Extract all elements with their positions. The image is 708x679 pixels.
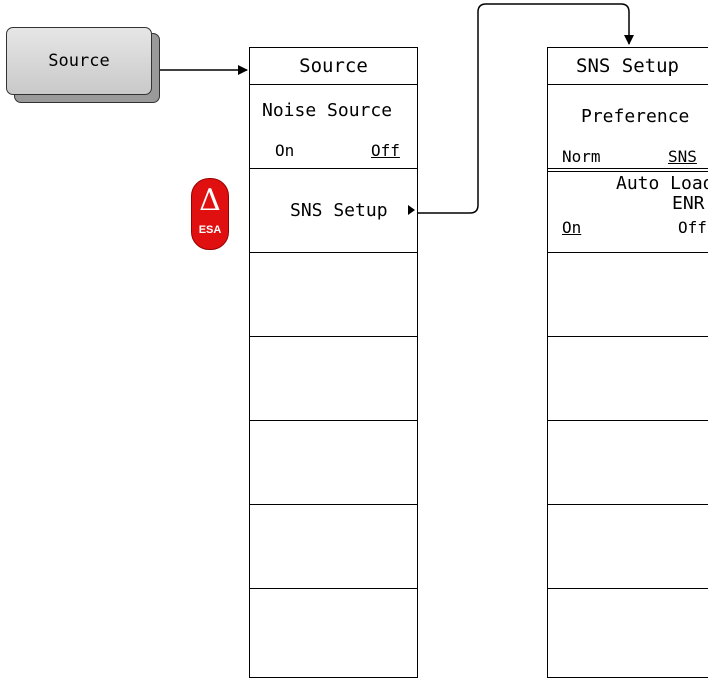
preference-separator bbox=[547, 171, 708, 172]
source-hardkey-label: Source bbox=[48, 51, 110, 71]
sns-setup-key[interactable]: SNS Setup bbox=[250, 169, 417, 253]
auto-load-enr-key[interactable]: Auto Load ENR On Off bbox=[548, 173, 708, 253]
source-empty-key-4[interactable] bbox=[250, 337, 417, 421]
sns-menu-keys: Preference Norm SNS Auto Load ENR On Off bbox=[548, 85, 708, 677]
source-empty-key-5[interactable] bbox=[250, 421, 417, 505]
source-menu-title: Source bbox=[250, 48, 417, 85]
sns-setup-to-menu-arrow bbox=[418, 3, 634, 214]
source-menu: Source Noise Source On Off SNS Setup bbox=[249, 47, 418, 678]
enr-label: ENR bbox=[672, 193, 705, 214]
preference-sns-option: SNS bbox=[668, 147, 697, 166]
auto-load-on-option: On bbox=[562, 218, 582, 237]
source-menu-keys: Noise Source On Off SNS Setup bbox=[250, 85, 417, 677]
sns-empty-key-4[interactable] bbox=[548, 337, 708, 421]
sns-setup-menu-title: SNS Setup bbox=[548, 48, 708, 85]
noise-source-label: Noise Source bbox=[262, 100, 393, 121]
sns-empty-key-6[interactable] bbox=[548, 505, 708, 589]
sns-empty-key-5[interactable] bbox=[548, 421, 708, 505]
preference-label: Preference bbox=[581, 106, 690, 127]
sns-empty-key-7[interactable] bbox=[548, 589, 708, 679]
source-hardkey[interactable]: Source bbox=[6, 27, 152, 95]
noise-source-on-option: On bbox=[275, 141, 295, 160]
sns-setup-menu: SNS Setup Preference Norm SNS Auto Load … bbox=[547, 47, 708, 678]
sns-setup-label: SNS Setup bbox=[290, 200, 388, 221]
source-empty-key-6[interactable] bbox=[250, 505, 417, 589]
delta-icon: Δ bbox=[199, 183, 221, 218]
noise-source-key[interactable]: Noise Source On Off bbox=[250, 85, 417, 169]
esa-badge: Δ ESA bbox=[191, 178, 229, 250]
preference-norm-option: Norm bbox=[562, 147, 601, 166]
preference-key[interactable]: Preference Norm SNS bbox=[548, 85, 708, 169]
submenu-arrow-icon bbox=[408, 205, 415, 215]
esa-label: ESA bbox=[198, 224, 222, 236]
sns-empty-key-3[interactable] bbox=[548, 253, 708, 337]
sns-setup-menu-title-text: SNS Setup bbox=[576, 55, 679, 77]
auto-load-label: Auto Load bbox=[616, 173, 708, 194]
auto-load-off-option: Off bbox=[678, 218, 707, 237]
source-empty-key-3[interactable] bbox=[250, 253, 417, 337]
source-empty-key-7[interactable] bbox=[250, 589, 417, 679]
noise-source-off-option: Off bbox=[371, 141, 400, 160]
